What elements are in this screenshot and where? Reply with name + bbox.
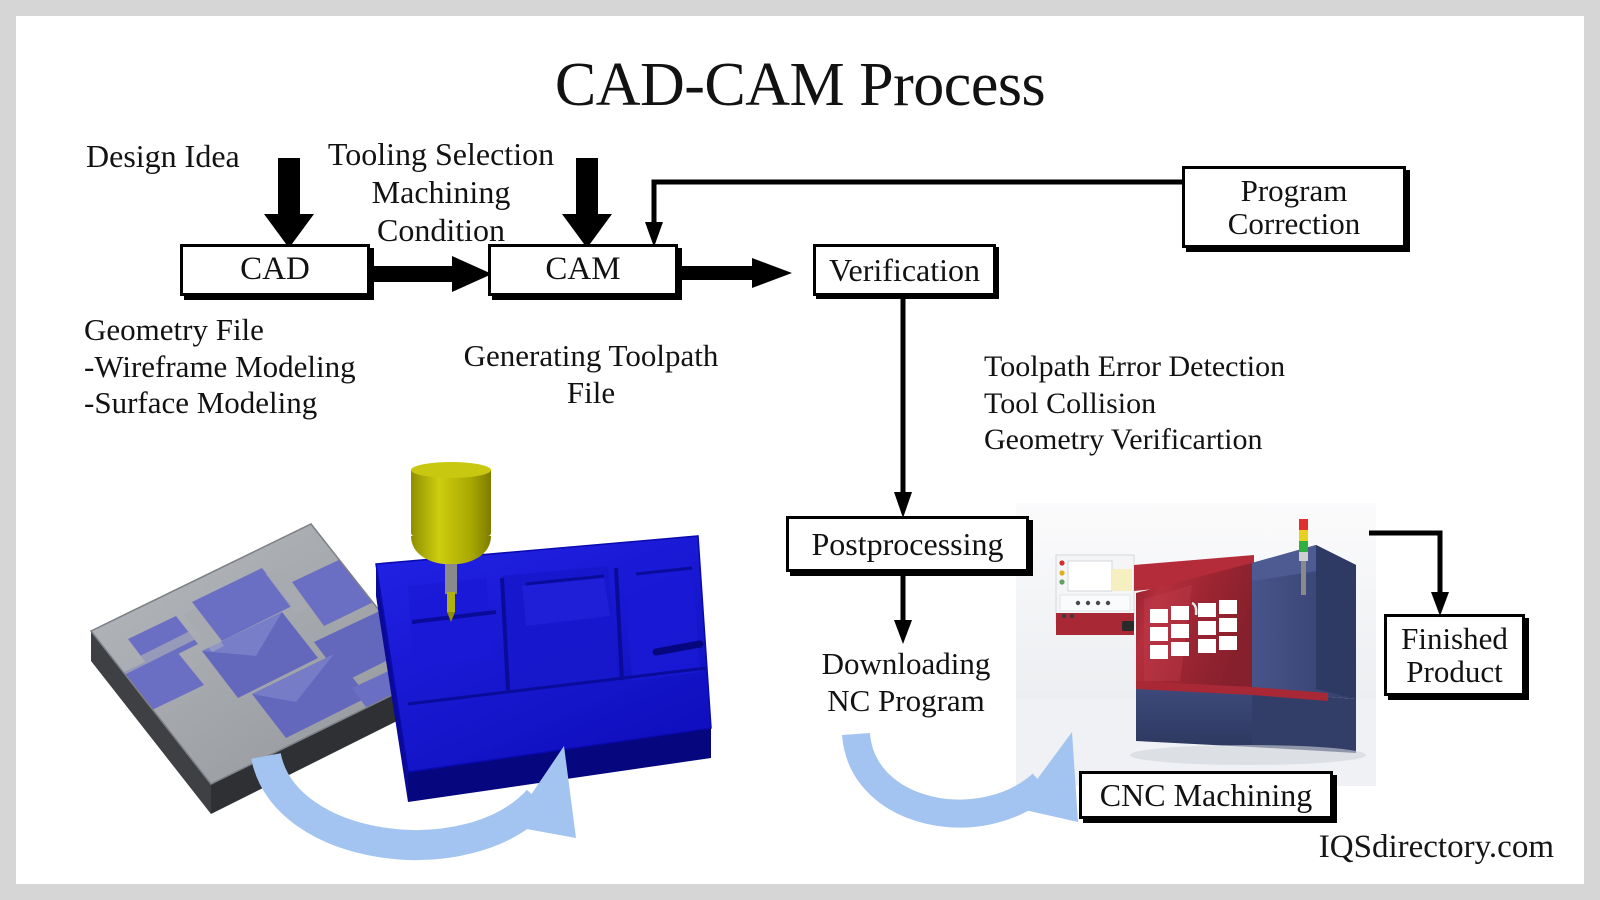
cnc-enclosure xyxy=(1136,563,1252,691)
design-idea-arrow xyxy=(264,158,314,248)
box-cad[interactable]: CAD xyxy=(180,244,370,296)
program-correction-feedback-arrow xyxy=(645,179,1184,247)
box-verification[interactable]: Verification xyxy=(813,244,996,296)
page-title: CAD-CAM Process xyxy=(554,51,1046,119)
signal-tower-light-icon xyxy=(1299,519,1308,595)
label-design-idea: Design Idea xyxy=(86,138,240,174)
flow-connectors xyxy=(251,158,1449,860)
milling-tool-icon xyxy=(411,462,491,622)
box-finished-product[interactable]: Finished Product xyxy=(1384,614,1525,696)
box-cnc-machining[interactable]: CNC Machining xyxy=(1079,771,1333,819)
label-downloading-nc-program: Downloading NC Program xyxy=(821,646,991,718)
label-tooling-selection: Tooling Selection Machining Condition xyxy=(327,136,555,248)
tooling-selection-arrow xyxy=(562,158,612,248)
cad-to-cam-arrow xyxy=(372,256,492,292)
cnc-machine-photo xyxy=(1016,503,1376,786)
label-verification-checks: Toolpath Error Detection Tool Collision … xyxy=(984,350,1286,457)
cnc-to-finished-product-arrow xyxy=(1369,530,1449,616)
process-to-cnc-arrow-icon xyxy=(842,732,1078,828)
postprocessing-to-download-arrow xyxy=(894,574,912,644)
label-cad-outputs: Geometry File -Wireframe Modeling -Surfa… xyxy=(84,312,356,421)
cnc-window-grid-right xyxy=(1198,600,1237,653)
machined-part xyxy=(375,535,712,802)
diagram-frame: CAD-CAM Process xyxy=(16,16,1584,884)
rotate-part-arrow-icon xyxy=(251,746,576,860)
box-program-correction[interactable]: Program Correction xyxy=(1182,166,1406,248)
verification-to-postprocessing-arrow xyxy=(894,294,912,518)
diagram-canvas: CAD-CAM Process xyxy=(16,16,1584,884)
watermark: IQSdirectory.com xyxy=(1318,829,1554,865)
cnc-window-grid-left xyxy=(1150,606,1189,659)
cnc-control-panel xyxy=(1055,554,1135,635)
box-cam[interactable]: CAM xyxy=(488,244,678,296)
label-cam-outputs: Generating Toolpath File xyxy=(463,338,719,410)
cad-cam-part-illustration xyxy=(89,462,712,814)
cam-to-verification-arrow xyxy=(679,258,792,288)
box-postprocessing[interactable]: Postprocessing xyxy=(786,516,1029,572)
